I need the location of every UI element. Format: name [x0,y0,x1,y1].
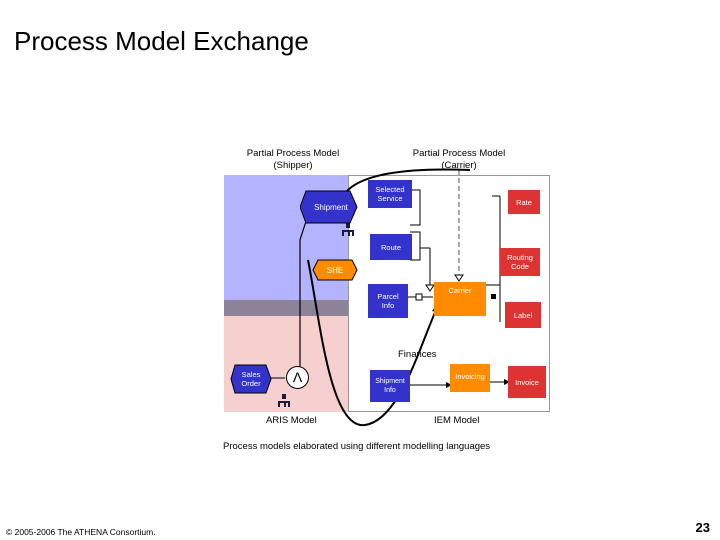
org-unit-icon [278,394,290,407]
invoice-box: Invoice [508,366,546,398]
page-number: 23 [695,520,710,535]
page-title: Process Model Exchange [14,26,309,56]
carrier-box: Carrier [434,282,486,316]
invoicing-box: Invoicing [450,364,490,392]
iem-model-caption: IEM Model [434,415,480,426]
carrier-header: Partial Process Model (Carrier) [412,148,506,171]
selected-service-box: Selected Service [368,180,412,208]
and-connector [286,366,309,389]
label-box: Label [505,302,541,328]
copyright-footer: © 2005-2006 The ATHENA Consortium. [6,527,156,537]
shipment-shape [300,190,358,224]
routing-code-box: Routing Code [500,248,540,276]
finances-label: Finances [398,349,437,360]
she-shape [312,259,358,281]
shipper-header: Partial Process Model (Shipper) [246,148,340,171]
rate-box: Rate [508,190,540,214]
sales-order-shape [230,364,272,394]
org-unit-icon [342,223,354,236]
parcel-info-box: Parcel Info [368,284,408,318]
she-label: SHE [326,265,344,275]
route-box: Route [370,234,412,260]
and-connector-symbol: Λ [292,369,303,385]
sales-order-label: Sales Order [241,370,261,388]
aris-model-caption: ARIS Model [266,415,317,426]
shipment-label: Shipment [314,202,348,212]
shipment-info-box: Shipment Info [370,370,410,402]
summary-caption: Process models elaborated using differen… [223,441,491,452]
